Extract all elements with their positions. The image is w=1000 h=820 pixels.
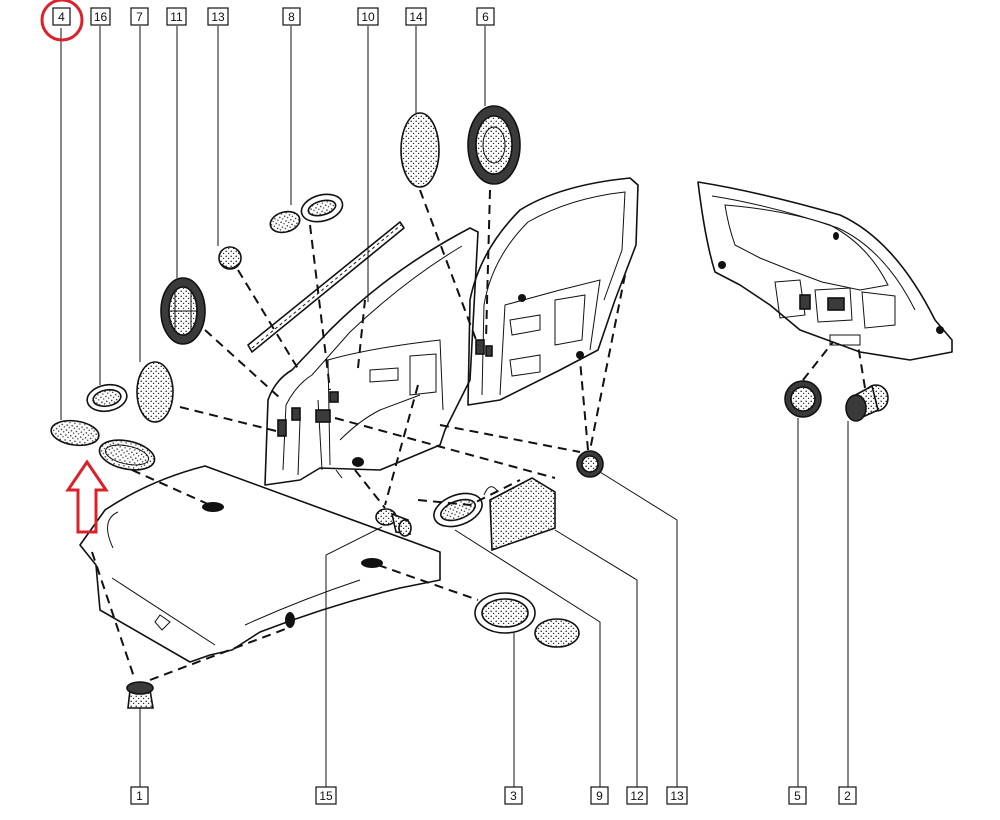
svg-text:11: 11 <box>170 10 183 24</box>
svg-text:10: 10 <box>361 10 375 24</box>
part-6-grommet <box>467 105 521 185</box>
callout-6: 6 <box>476 7 495 26</box>
front-door <box>264 227 479 486</box>
part-11-grommet <box>160 277 206 345</box>
leader-lines <box>60 26 849 787</box>
part-8-oval-plug-pair <box>269 193 344 234</box>
svg-text:5: 5 <box>794 789 801 803</box>
part-15-push-clip <box>375 508 412 537</box>
part-2-threaded-plug <box>845 384 889 422</box>
part-9-oval-plug <box>433 492 483 528</box>
callout-9: 9 <box>590 786 609 805</box>
callout-15: 15 <box>315 786 337 805</box>
callout-5: 5 <box>788 786 807 805</box>
svg-text:12: 12 <box>630 789 644 803</box>
window-moulding <box>247 221 405 353</box>
svg-text:16: 16 <box>94 10 108 24</box>
callout-4: 4 <box>52 7 71 26</box>
callout-12: 12 <box>626 786 648 805</box>
svg-text:9: 9 <box>596 789 603 803</box>
part-13-plug-small <box>218 246 242 270</box>
callout-7: 7 <box>130 7 149 26</box>
callout-13-bottom: 13 <box>666 786 688 805</box>
red-circle-icon <box>40 0 84 42</box>
callout-3: 3 <box>504 786 523 805</box>
svg-text:2: 2 <box>844 789 851 803</box>
red-up-arrow-icon <box>65 459 109 534</box>
part-14-oval-plug <box>400 112 440 188</box>
svg-text:1: 1 <box>136 789 143 803</box>
svg-text:4: 4 <box>58 10 65 24</box>
callout-8: 8 <box>282 7 301 26</box>
part-5-round-grommet <box>784 380 822 418</box>
part-16-oval-plug <box>86 383 128 413</box>
callout-11: 11 <box>166 7 187 26</box>
assembly-lines <box>91 189 866 681</box>
part-7-oval-plug <box>136 361 174 423</box>
svg-text:8: 8 <box>288 10 295 24</box>
callout-1: 1 <box>130 786 149 805</box>
svg-text:13: 13 <box>670 789 684 803</box>
callout-16: 16 <box>90 7 111 26</box>
callout-13-top: 13 <box>207 7 229 26</box>
part-13-plug-small-right <box>576 450 604 478</box>
svg-text:14: 14 <box>409 10 423 24</box>
callout-14: 14 <box>405 7 427 26</box>
callout-10: 10 <box>357 7 379 26</box>
part-oval-plug-large <box>98 439 156 471</box>
highlight-marks <box>40 0 109 534</box>
svg-text:6: 6 <box>482 10 489 24</box>
hood-panel <box>79 465 441 663</box>
svg-text:3: 3 <box>510 789 517 803</box>
part-3-round-plug-pair <box>474 592 580 648</box>
svg-text:13: 13 <box>211 10 225 24</box>
rear-door <box>467 177 639 406</box>
part-12-foam-pad <box>483 477 556 552</box>
tailgate <box>697 181 953 361</box>
callout-2: 2 <box>838 786 857 805</box>
svg-text:15: 15 <box>319 789 333 803</box>
part-1-clip <box>126 681 154 709</box>
part-4-oval-plug <box>50 419 100 447</box>
svg-text:7: 7 <box>136 10 143 24</box>
